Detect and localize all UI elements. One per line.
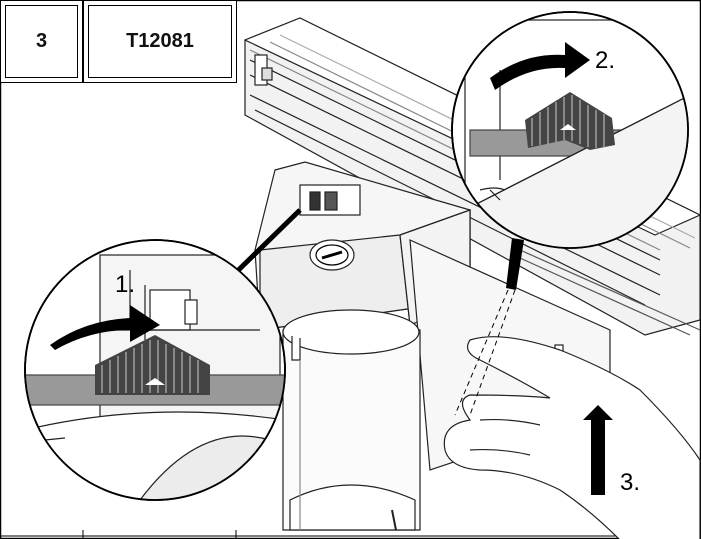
rotate-arrow-1 xyxy=(50,305,160,350)
rotate-arrow-2 xyxy=(490,42,590,90)
part-code-cell: T12081 xyxy=(83,0,237,83)
step-number-cell: 3 xyxy=(0,0,83,83)
push-indicator-lines xyxy=(454,289,516,416)
callout-step3: 3. xyxy=(620,469,640,496)
detail-circle-2: 2. xyxy=(451,11,689,249)
clip-knurl-1 xyxy=(95,335,210,395)
clip-knurl-2 xyxy=(525,92,615,150)
callout-step2: 2. xyxy=(595,47,615,74)
up-arrow-icon xyxy=(583,405,613,495)
cylinder-lamp xyxy=(282,309,421,531)
hand-illustration xyxy=(443,336,701,539)
detail-circle-1: 1. xyxy=(24,239,286,501)
callout-step1: 1. xyxy=(115,271,135,298)
step-number: 3 xyxy=(35,30,48,52)
part-code: T12081 xyxy=(126,30,194,52)
beam-marker xyxy=(506,238,524,290)
